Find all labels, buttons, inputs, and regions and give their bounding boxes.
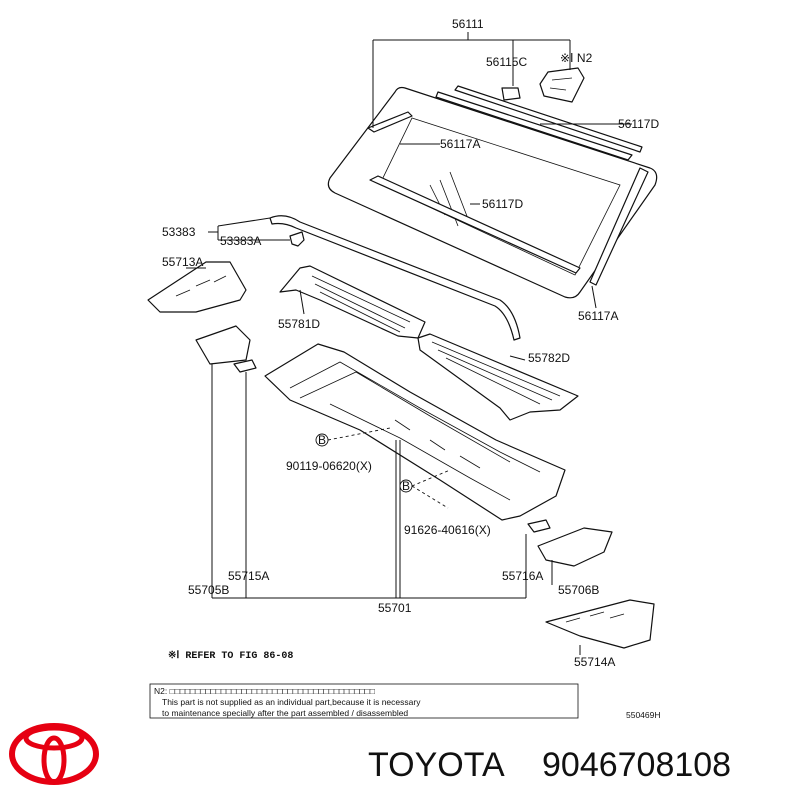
label-56117A-bot: 56117A: [578, 309, 618, 323]
label-ref-n2: ※Ⅰ N2: [560, 51, 593, 65]
clip-56115C: [501, 87, 521, 101]
label-56117A-top: 56117A: [440, 137, 480, 151]
bolt-symbol-1: B: [315, 433, 329, 447]
label-56117D-mid: 56117D: [482, 197, 523, 211]
svg-text:B: B: [402, 479, 410, 493]
molding-56117D-top: [435, 85, 643, 161]
note-box: N2: □□□□□□□□□□□□□□□□□□□□□□□□□□□□□□□□□□□□…: [149, 683, 579, 719]
cowl-louver-55782D: [417, 333, 579, 421]
label-55714A: 55714A: [574, 655, 615, 669]
label-56115C: 56115C: [486, 55, 527, 69]
windshield-glass: [327, 86, 658, 299]
label-56117D-top: 56117D: [618, 117, 659, 131]
weatherstrip-53383: [269, 215, 521, 341]
toyota-logo: [9, 723, 99, 785]
refer-note: ※Ⅰ REFER TO FIG 86-08: [168, 650, 293, 662]
note-line-3: to maintenance specially after the part …: [162, 708, 408, 718]
note-line-1: N2: □□□□□□□□□□□□□□□□□□□□□□□□□□□□□□□□□□□□…: [154, 686, 375, 696]
label-bolt-90119: 90119-06620(X): [286, 459, 372, 473]
label-55701: 55701: [378, 601, 412, 615]
label-55706B: 55706B: [558, 583, 599, 597]
figure-code: 550469H: [626, 710, 661, 720]
label-53383A: 53383A: [220, 234, 261, 248]
part-number: 9046708108: [542, 746, 731, 784]
note-line-2: This part is not supplied as an individu…: [162, 697, 421, 707]
label-bolt-91626: 91626-40616(X): [404, 523, 491, 537]
bracket-55705B: [195, 325, 251, 365]
clip-53383A: [289, 231, 305, 247]
label-55715A: 55715A: [228, 569, 269, 583]
panel-55713A: [147, 261, 247, 313]
panel-55714A: [545, 599, 655, 649]
bracket-55715A: [233, 359, 257, 373]
label-55782D: 55782D: [528, 351, 570, 365]
label-53383: 53383: [162, 225, 196, 239]
bracket-55716A: [527, 519, 551, 533]
bracket-55706B: [537, 527, 613, 567]
bracket-n2: [539, 67, 585, 103]
leader-lines: [186, 32, 632, 655]
cowl-panel-55701: [264, 343, 566, 521]
molding-56117A-side: [367, 111, 649, 286]
label-55716A: 55716A: [502, 569, 543, 583]
brand-name: TOYOTA: [368, 746, 505, 784]
bolt-symbol-2: B: [399, 479, 413, 493]
cowl-louver-55781D: [279, 265, 426, 339]
svg-text:B: B: [318, 433, 326, 447]
label-55781D: 55781D: [278, 317, 320, 331]
label-55713A: 55713A: [162, 255, 203, 269]
label-55705B: 55705B: [188, 583, 229, 597]
label-56111: 56111: [452, 17, 484, 31]
